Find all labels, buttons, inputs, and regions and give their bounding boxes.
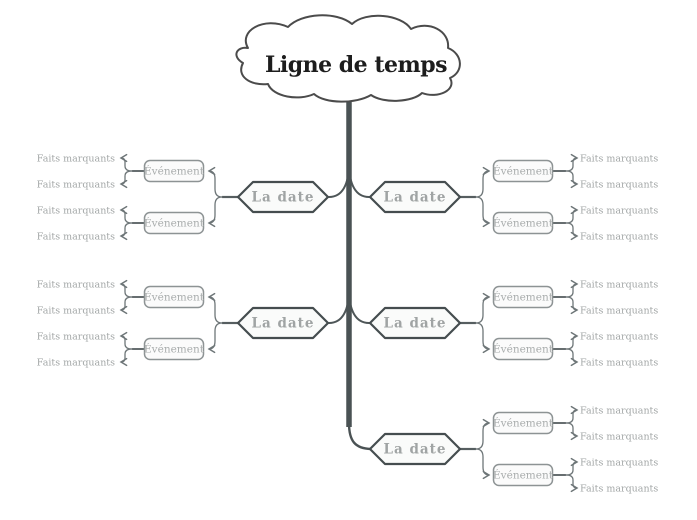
connector-line (565, 170, 579, 189)
connector-line (565, 474, 579, 493)
connector-line (328, 162, 350, 198)
connector-line (565, 457, 579, 476)
event-label: Événement (144, 290, 205, 304)
connector-line (565, 405, 579, 424)
connector-line (475, 322, 491, 354)
connector-line (475, 448, 491, 480)
connector-line (565, 279, 579, 298)
connector-line (119, 170, 133, 189)
connector-line (565, 222, 579, 241)
connector-line (348, 288, 370, 324)
branch-left-top: La date Événement Événement Faits marqua… (37, 154, 330, 243)
connector-line (475, 166, 491, 198)
fact-node[interactable]: Faits marquants (580, 280, 658, 291)
fact-node[interactable]: Faits marquants (37, 358, 115, 369)
connector-line (565, 296, 579, 315)
event-label: Événement (493, 468, 554, 482)
connector-line (119, 331, 133, 350)
connector-line (119, 205, 133, 224)
fact-node[interactable]: Faits marquants (580, 406, 658, 417)
fact-node[interactable]: Faits marquants (580, 332, 658, 343)
fact-node[interactable]: Faits marquants (580, 154, 658, 165)
fact-node[interactable]: Faits marquants (37, 280, 115, 291)
fact-node[interactable]: Faits marquants (580, 432, 658, 443)
branch-right-bottom: La date Événement Événement Faits marqua… (368, 406, 658, 495)
event-label: Événement (493, 416, 554, 430)
connector-line (119, 153, 133, 172)
date-label: La date (252, 190, 315, 206)
branch-right-middle: La date Événement Événement Faits marqua… (368, 280, 658, 369)
event-label: Événement (493, 290, 554, 304)
fact-node[interactable]: Faits marquants (37, 206, 115, 217)
fact-node[interactable]: Faits marquants (37, 306, 115, 317)
fact-node[interactable]: Faits marquants (37, 154, 115, 165)
connector-line (475, 196, 491, 228)
event-label: Événement (493, 164, 554, 178)
fact-node[interactable]: Faits marquants (580, 180, 658, 191)
connector-line (207, 322, 223, 354)
event-label: Événement (493, 216, 554, 230)
branch-right-top: La date Événement Événement Faits marqua… (368, 154, 658, 243)
event-label: Événement (144, 216, 205, 230)
fact-node[interactable]: Faits marquants (580, 306, 658, 317)
connector-line (207, 292, 223, 324)
date-label: La date (252, 316, 315, 332)
connector-line (565, 422, 579, 441)
date-label: La date (384, 316, 447, 332)
fact-node[interactable]: Faits marquants (580, 358, 658, 369)
connector-line (565, 348, 579, 367)
event-label: Événement (144, 342, 205, 356)
connector-line (565, 153, 579, 172)
fact-node[interactable]: Faits marquants (580, 206, 658, 217)
trunk-tail-line (347, 422, 372, 451)
date-label: La date (384, 442, 447, 458)
fact-node[interactable]: Faits marquants (580, 484, 658, 495)
connector-line (119, 222, 133, 241)
connector-line (475, 418, 491, 450)
connector-line (207, 166, 223, 198)
connector-line (119, 296, 133, 315)
connector-line (119, 279, 133, 298)
root-label: Ligne de temps (265, 52, 447, 78)
connector-line (565, 331, 579, 350)
fact-node[interactable]: Faits marquants (580, 458, 658, 469)
date-label: La date (384, 190, 447, 206)
fact-node[interactable]: Faits marquants (37, 232, 115, 243)
fact-node[interactable]: Faits marquants (580, 232, 658, 243)
event-label: Événement (144, 164, 205, 178)
event-label: Événement (493, 342, 554, 356)
root-cloud-node[interactable] (235, 14, 461, 103)
connector-line (565, 205, 579, 224)
connector-line (119, 348, 133, 367)
fact-node[interactable]: Faits marquants (37, 180, 115, 191)
branch-left-middle: La date Événement Événement Faits marqua… (37, 280, 330, 369)
connector-line (207, 196, 223, 228)
fact-node[interactable]: Faits marquants (37, 332, 115, 343)
connector-line (475, 292, 491, 324)
connector-line (328, 288, 350, 324)
connector-line (348, 162, 370, 198)
